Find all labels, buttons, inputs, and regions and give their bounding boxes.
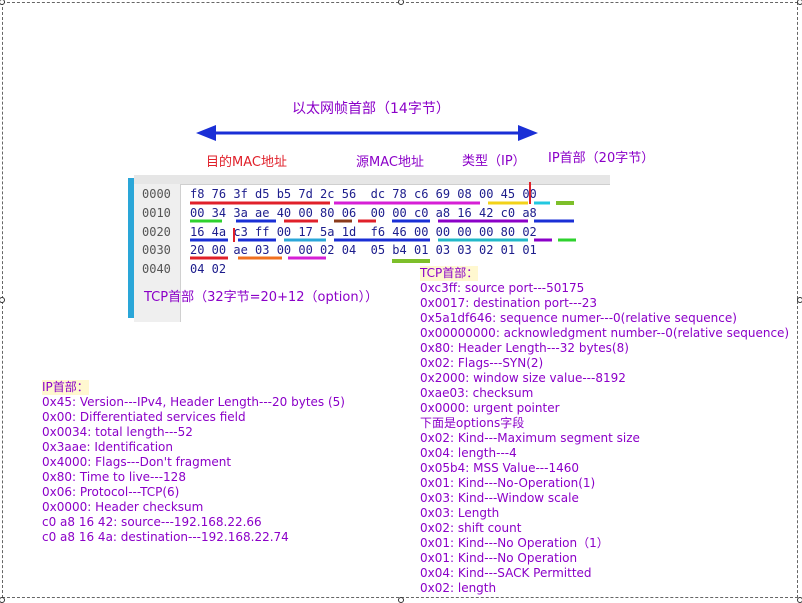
ip-line: 0x06: Protocol---TCP(6)	[42, 485, 180, 499]
resize-handle-bottom-left[interactable]	[0, 597, 5, 603]
tcp-line: 0xae03: checksum	[420, 386, 534, 400]
resize-handle-bottom-right[interactable]	[797, 597, 802, 603]
tcp-line: 0x5a1df646: sequence numer---0(relative …	[420, 311, 737, 325]
ip-line: 0x4000: Flags---Don't fragment	[42, 455, 232, 469]
tcp-line: 0x02: shift count	[420, 521, 522, 535]
tcp-header-title: TCP首部：	[420, 266, 479, 281]
resize-handle-top[interactable]	[398, 0, 404, 5]
resize-handle-top-left[interactable]	[0, 0, 5, 5]
hex-row-2: 16 4a c3 ff 00 17 5a 1d f6 46 00 00 00 0…	[190, 225, 537, 239]
ip-line: c0 a8 16 4a: destination---192.168.22.74	[42, 530, 289, 544]
offset-column	[134, 184, 180, 322]
tcp-options-heading: 下面是options字段	[420, 416, 525, 430]
tcp-line: 0x80: Header Length---32 bytes(8)	[420, 341, 629, 355]
type-label: 类型（IP）	[462, 154, 526, 169]
tcp-line: 0x01: Kind---No Operation（1）	[420, 536, 609, 550]
tcp-line: 0x0000: urgent pointer	[420, 401, 560, 415]
ip-line: 0x00: Differentiated services field	[42, 410, 246, 424]
hex-row-3: 20 00 ae 03 00 00 02 04 05 b4 01 03 03 0…	[190, 243, 537, 257]
tcp-header-notes: TCP首部： 0xc3ff: source port---50175 0x001…	[420, 266, 789, 596]
ip-line: 0x45: Version---IPv4, Header Length---20…	[42, 395, 345, 409]
dest-mac-label: 目的MAC地址	[206, 155, 287, 170]
tcp-line: 0x2000: window size value---8192	[420, 371, 626, 385]
tcp-line: 0x04: Kind---SACK Permitted	[420, 566, 592, 580]
tcp-line: 0x05b4: MSS Value---1460	[420, 461, 579, 475]
offset-0: 0000	[142, 187, 171, 201]
tcp-line: 0x02: Kind---Maximum segment size	[420, 431, 640, 445]
tcp-line: 0x03: Kind---Window scale	[420, 491, 579, 505]
offset-4: 0040	[142, 262, 171, 276]
panel-accent-bar	[128, 178, 134, 318]
ethernet-header-label: 以太网帧首部（14字节）	[292, 101, 450, 117]
ip-line: 0x80: Time to live---128	[42, 470, 186, 484]
ip-header-notes: IP首部： 0x45: Version---IPv4, Header Lengt…	[42, 380, 345, 545]
offset-1: 0010	[142, 206, 171, 220]
offset-3: 0030	[142, 243, 171, 257]
panel-header-bar	[134, 175, 610, 185]
tcp-line: 0x02: Flags---SYN(2)	[420, 356, 544, 370]
tcp-line: 0x02: length	[420, 581, 497, 595]
src-mac-label: 源MAC地址	[356, 155, 424, 170]
hex-row-4: 04 02	[190, 262, 227, 276]
resize-handle-bottom[interactable]	[398, 597, 404, 603]
ip-line: 0x0034: total length---52	[42, 425, 193, 439]
hex-row-0: f8 76 3f d5 b5 7d 2c 56 dc 78 c6 69 08 0…	[190, 187, 537, 201]
column-separator	[180, 184, 181, 322]
resize-handle-right[interactable]	[797, 297, 802, 303]
tcp-line: 0x04: length---4	[420, 446, 517, 460]
ip-line: c0 a8 16 42: source---192.168.22.66	[42, 515, 262, 529]
tcp-header-length-label: TCP首部（32字节=20+12（option））	[144, 290, 379, 305]
tcp-line: 0x00000000: acknowledgment number--0(rel…	[420, 326, 790, 340]
ip-line: 0x3aae: Identification	[42, 440, 173, 454]
tcp-line: 0x03: Length	[420, 506, 500, 520]
ip-header-length-label: IP首部（20字节）	[548, 151, 655, 166]
resize-handle-top-right[interactable]	[797, 0, 802, 5]
tcp-line: 0xc3ff: source port---50175	[420, 281, 585, 295]
tcp-line: 0x01: Kind---No-Operation(1)	[420, 476, 596, 490]
tcp-line: 0x01: Kind---No Operation	[420, 551, 578, 565]
tcp-line: 0x0017: destination port---23	[420, 296, 598, 310]
ip-header-title: IP首部：	[42, 380, 89, 395]
hex-row-1: 00 34 3a ae 40 00 80 06 00 00 c0 a8 16 4…	[190, 206, 537, 220]
ip-line: 0x0000: Header checksum	[42, 500, 204, 514]
resize-handle-left[interactable]	[0, 297, 5, 303]
offset-2: 0020	[142, 225, 171, 239]
